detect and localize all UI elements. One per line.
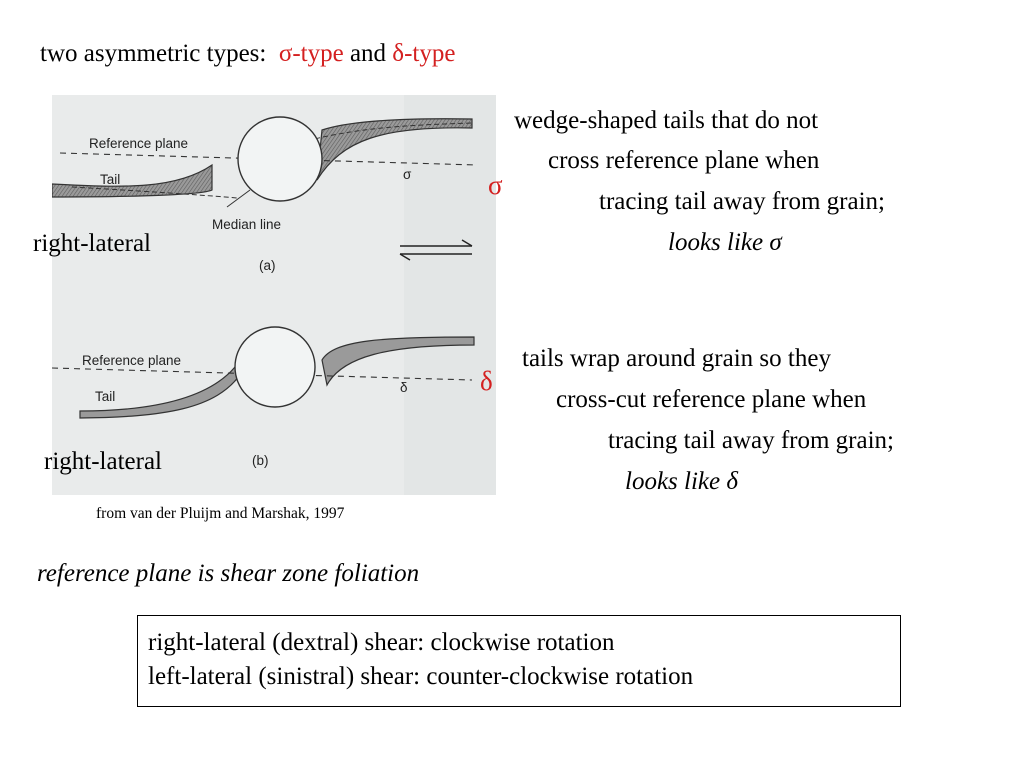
sigma-symbol: σ	[488, 170, 503, 200]
panel-a: Reference plane Tail Median line σ (a)	[52, 116, 478, 273]
label-sigma-symbol: σ	[403, 167, 412, 182]
median-line-left	[71, 186, 238, 199]
delta-desc-line2: cross-cut reference plane when	[556, 386, 867, 413]
right-lateral-label-a: right-lateral	[33, 230, 151, 257]
sigma-grain-circle	[237, 116, 323, 202]
figure-credit: from van der Pluijm and Marshak, 1997	[96, 505, 345, 522]
delta-desc-line3: tracing tail away from grain;	[608, 427, 894, 454]
sigma-desc-line3: tracing tail away from grain;	[599, 188, 885, 215]
panel-b: Reference plane Tail δ (b)	[52, 326, 475, 468]
rotation-box: right-lateral (dextral) shear: clockwise…	[137, 615, 901, 707]
title-prefix: two asymmetric types:	[40, 40, 267, 67]
delta-grain-circle	[234, 326, 316, 408]
label-caption-b: (b)	[252, 453, 269, 468]
rotation-line-sinistral: left-lateral (sinistral) shear: counter-…	[148, 663, 694, 690]
rotation-line-dextral: right-lateral (dextral) shear: clockwise…	[148, 629, 615, 656]
reference-plane-line	[59, 152, 478, 166]
figure-page-shade	[404, 95, 496, 495]
foliation-note: reference plane is shear zone foliation	[37, 560, 420, 587]
shear-sense-arrows-icon	[399, 239, 473, 261]
sigma-left-tail	[52, 163, 213, 198]
right-lateral-label-b: right-lateral	[44, 448, 162, 475]
label-delta-symbol: δ	[400, 380, 408, 395]
label-tail-b: Tail	[95, 389, 115, 404]
label-tail-a: Tail	[100, 172, 120, 187]
slide-title: two asymmetric types: σ-type and δ-type	[40, 40, 455, 68]
sigma-desc-line1: wedge-shaped tails that do not	[514, 107, 819, 134]
delta-right-tail	[321, 336, 475, 387]
median-line-leader	[226, 189, 251, 208]
label-reference-plane-a: Reference plane	[89, 136, 188, 151]
median-line-right	[291, 122, 473, 146]
sigma-desc-line2: cross reference plane when	[548, 147, 820, 174]
sigma-looks-like: looks like σ	[668, 229, 782, 256]
delta-looks-like: looks like δ	[625, 468, 738, 495]
label-caption-a: (a)	[259, 258, 276, 273]
title-connector: and	[349, 40, 387, 67]
delta-symbol: δ	[480, 366, 493, 396]
label-median-line: Median line	[212, 217, 281, 232]
delta-desc-line1: tails wrap around grain so they	[522, 345, 831, 372]
title-sigma-type: σ-type	[278, 40, 344, 67]
title-delta-type: δ-type	[392, 40, 456, 67]
porphyroclast-figure: Reference plane Tail Median line σ (a) R…	[52, 95, 496, 495]
label-reference-plane-b: Reference plane	[82, 353, 181, 368]
